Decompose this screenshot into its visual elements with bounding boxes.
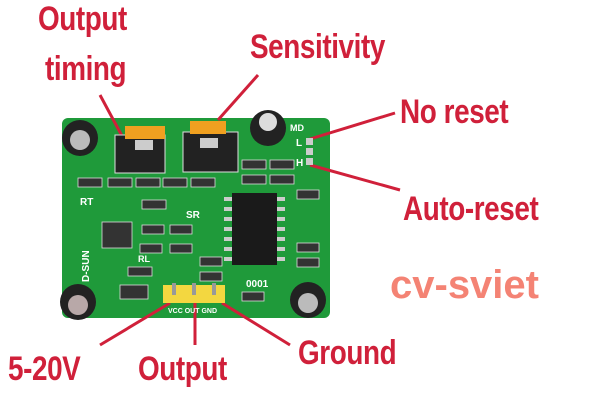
silkscreen: MD L H RT SR RL 0001 VCC OUT GND D-SUN: [80, 123, 304, 315]
label-sensitivity: Sensitivity: [250, 28, 385, 66]
label-auto-reset: Auto-reset: [403, 190, 539, 228]
jumper-pads: [306, 138, 313, 165]
header-pins: [163, 283, 225, 303]
md-label: MD: [290, 123, 304, 133]
label-output-timing-line2: timing: [45, 50, 127, 88]
code-label: 0001: [246, 279, 269, 290]
label-vcc: 5-20V: [8, 350, 81, 388]
label-no-reset: No reset: [400, 93, 509, 131]
sr-label: SR: [186, 210, 201, 221]
label-output-timing-line1: Output: [38, 0, 127, 38]
ic-chip: [224, 193, 285, 265]
rt-label: RT: [80, 197, 93, 208]
label-output: Output: [138, 350, 227, 388]
l-label: L: [296, 138, 302, 149]
smd-components: [77, 159, 320, 302]
brand-label: D-SUN: [81, 250, 92, 282]
pins-label: VCC OUT GND: [168, 308, 217, 315]
capacitors: [60, 110, 326, 320]
watermark: cv-sviet: [390, 263, 539, 307]
rl-label: RL: [138, 254, 150, 264]
potentiometers: [114, 121, 239, 174]
pointer-lines: [98, 74, 401, 347]
h-label: H: [296, 158, 303, 169]
label-ground: Ground: [298, 334, 397, 372]
